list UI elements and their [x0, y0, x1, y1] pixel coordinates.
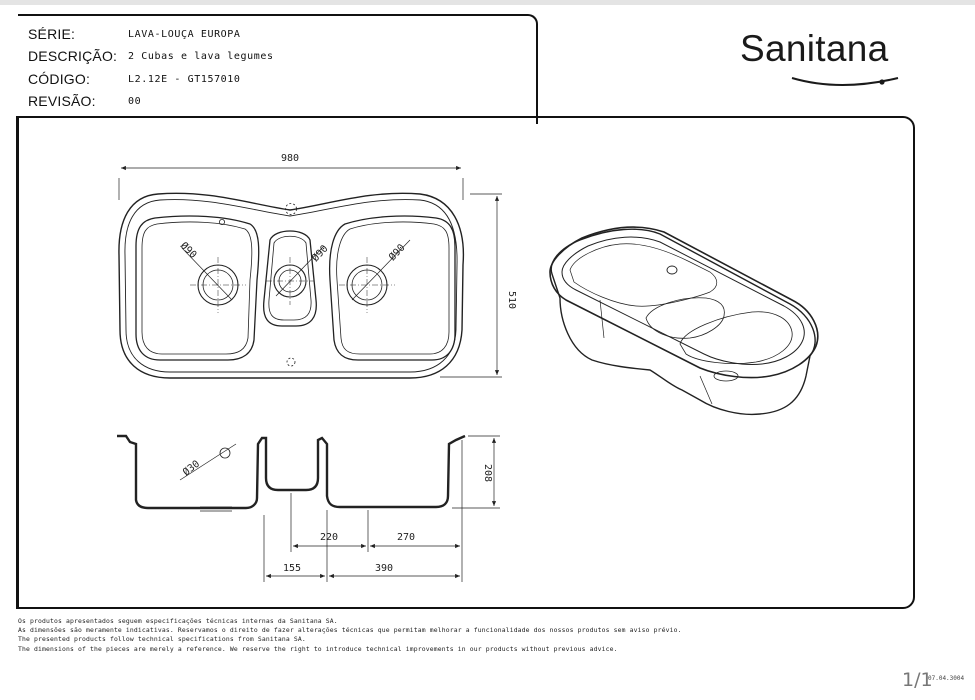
description-value: 2 Cubas e lava legumes [128, 50, 274, 62]
disclaimer-notes: Os produtos apresentados seguem especifi… [18, 617, 682, 654]
revision-row: REVISÃO: 00 [28, 91, 141, 111]
dim-220: 220 [320, 532, 338, 543]
page-number: 1/1 [902, 669, 933, 691]
note-line: The dimensions of the pieces are merely … [18, 644, 618, 653]
revision-value: 00 [128, 95, 142, 107]
description-label: DESCRIÇÃO: [28, 48, 118, 64]
series-label: SÉRIE: [28, 26, 76, 42]
brand-swoosh-icon [791, 77, 899, 86]
dim-width: 980 [281, 153, 299, 164]
dim-390: 390 [375, 563, 393, 574]
series-row: SÉRIE: LAVA-LOUÇA EUROPA [28, 24, 241, 44]
series-value: LAVA-LOUÇA EUROPA [128, 28, 241, 40]
isometric-view [549, 226, 819, 416]
dim-overflow: Ø30 [180, 458, 202, 479]
note-line: Os produtos apresentados seguem especifi… [18, 617, 338, 625]
dim-155: 155 [283, 563, 301, 574]
note-line: As dimensões são meramente indicativas. … [18, 626, 682, 635]
code-row: CÓDIGO: L2.12E - GT157010 [28, 69, 241, 89]
note-line: The presented products follow technical … [18, 635, 306, 644]
revision-label: REVISÃO: [28, 93, 96, 109]
dim-bowl-left: Ø90 [178, 240, 199, 261]
code-label: CÓDIGO: [28, 71, 91, 87]
brand-logo: Sanitana [740, 22, 912, 92]
top-view [118, 165, 502, 379]
top-strip [0, 0, 975, 5]
document-code: 07.04.3004 [928, 675, 965, 682]
title-block [18, 14, 538, 124]
description-row: DESCRIÇÃO: 2 Cubas e lava legumes [28, 46, 274, 66]
dim-270: 270 [397, 532, 415, 543]
dim-depth: 208 [482, 464, 493, 482]
brand-name: Sanitana [740, 28, 889, 69]
dim-bowl-right: Ø90 [386, 242, 407, 263]
code-value: L2.12E - GT157010 [128, 73, 241, 85]
section-view [117, 434, 500, 582]
dim-height: 510 [506, 291, 517, 309]
drawing-frame-edge [16, 116, 19, 609]
